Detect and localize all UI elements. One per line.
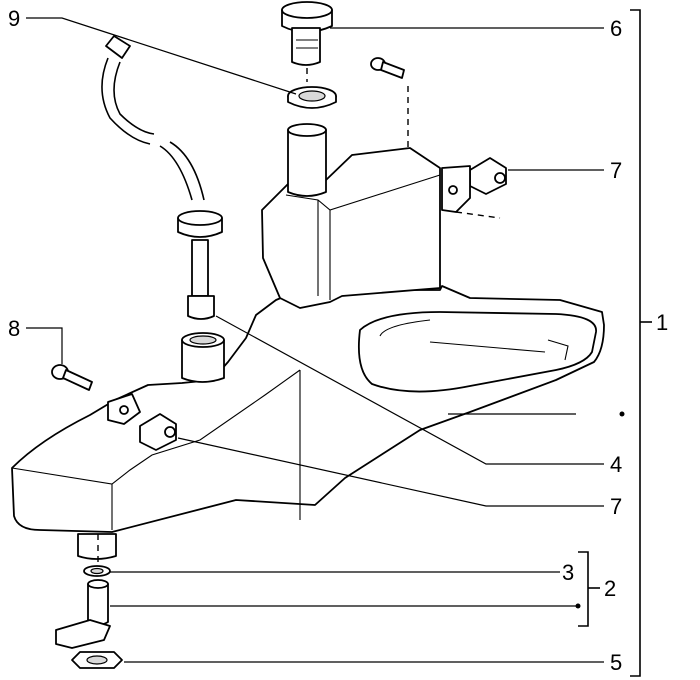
- callout-9: 9: [8, 6, 20, 31]
- callout-7-lower: 7: [610, 494, 622, 519]
- screw-upper: [370, 57, 405, 79]
- callout-labels: 9 6 7 8 1 4 7 3 2 5: [8, 6, 668, 675]
- secondary-neck: [181, 332, 225, 383]
- seal-ring: [287, 86, 337, 109]
- union-fitting: [55, 579, 111, 649]
- callout-2: 2: [604, 576, 616, 601]
- callout-6: 6: [610, 16, 622, 41]
- callout-5: 5: [610, 650, 622, 675]
- screw-8: [51, 364, 93, 391]
- callout-4: 4: [610, 452, 622, 477]
- bottom-outlet: [77, 533, 117, 560]
- washer-3: [83, 565, 111, 577]
- clip-lower: [107, 393, 177, 451]
- callout-8: 8: [8, 316, 20, 341]
- clip-upper: [441, 157, 507, 213]
- oil-tank: [11, 147, 605, 533]
- nut-5: [71, 651, 123, 669]
- breather-hose: [101, 35, 223, 320]
- callout-7-upper: 7: [610, 158, 622, 183]
- filler-neck: [287, 123, 327, 197]
- callout-3: 3: [562, 560, 574, 585]
- filler-cap: [281, 1, 333, 66]
- axis-clip: [455, 211, 501, 219]
- callout-1: 1: [656, 310, 668, 335]
- leader-lines: [26, 9, 652, 677]
